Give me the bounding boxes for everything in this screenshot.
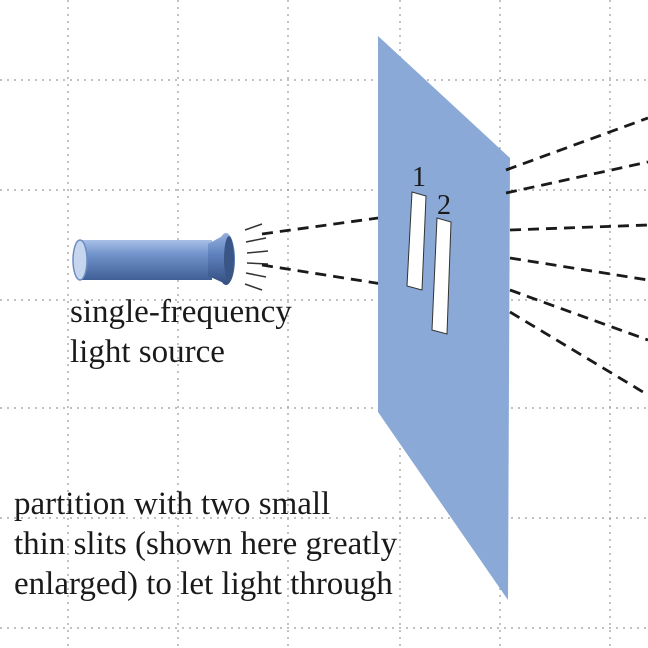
partition-caption: partition with two small thin slits (sho… [14, 484, 397, 604]
light-source-caption-line-2: light source [70, 334, 225, 370]
partition-caption-line-2: thin slits (shown here greatly [14, 526, 398, 562]
outgoing-light-rays [505, 116, 648, 397]
partition-caption-line-3: enlarged) to let light through [14, 566, 393, 602]
light-source-caption-line-1: single-frequency [70, 294, 292, 330]
light-source-caption: single-frequency light source [70, 292, 292, 372]
slit-2 [431, 217, 452, 335]
slit-1-label: 1 [412, 162, 426, 193]
partition-caption-line-1: partition with two small [14, 486, 331, 522]
slit-2-label: 2 [437, 190, 451, 221]
slit-1 [406, 191, 427, 291]
flashlight-light-source [72, 233, 235, 285]
slits [406, 191, 452, 335]
light-emission-ticks [244, 223, 269, 291]
